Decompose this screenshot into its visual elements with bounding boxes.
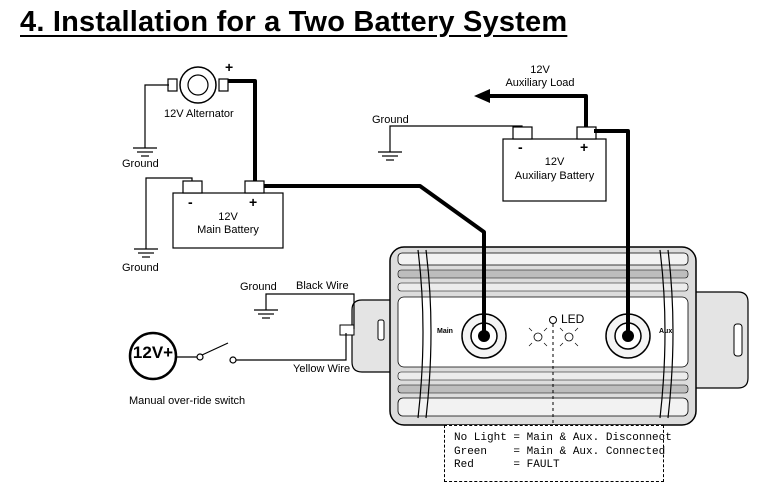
ground-icon — [134, 248, 158, 258]
bulb-icon — [559, 327, 579, 347]
isolator-device — [339, 246, 749, 426]
12v-source-label: 12V+ — [132, 343, 174, 362]
main-battery-minus: - — [188, 194, 193, 210]
led-label: LED — [561, 312, 585, 326]
switch-caption: Manual over-ride switch — [129, 395, 246, 407]
alternator-label: 12V Alternator — [164, 108, 234, 120]
aux-battery-minus: - — [518, 139, 523, 155]
ground-icon — [254, 309, 278, 319]
ground-icon — [133, 147, 157, 157]
aux-battery-icon — [502, 126, 607, 202]
led-status-legend: No Light = Main & Aux. Disconnect Green … — [444, 425, 672, 482]
black-wire-label: Black Wire — [296, 280, 349, 292]
ground-label-main-battery: Ground — [122, 262, 159, 274]
aux-battery-voltage: 12V — [544, 156, 565, 168]
switch-icon — [176, 342, 237, 364]
12v-source-icon — [128, 331, 178, 381]
heavy-cables — [228, 79, 630, 331]
ground-label-aux-battery: Ground — [372, 114, 409, 126]
aux-load-name: Auxiliary Load — [505, 77, 575, 89]
bulb-icon — [528, 327, 548, 347]
yellow-wire-label: Yellow Wire — [293, 363, 351, 375]
alternator-icon — [167, 66, 229, 104]
aux-battery-plus: + — [580, 139, 589, 155]
legend-row: No Light = Main & Aux. Disconnect — [454, 432, 672, 444]
main-battery-name: Main Battery — [197, 224, 259, 236]
legend-row: Red = FAULT — [454, 459, 560, 471]
aux-battery-name: Auxiliary Battery — [514, 170, 595, 182]
main-battery-voltage: 12V — [218, 211, 238, 223]
led-indicator — [549, 316, 557, 324]
ground-label-alternator: Ground — [122, 158, 159, 170]
arrow-left-icon — [474, 89, 490, 103]
aux-load-voltage: 12V — [530, 64, 550, 76]
page-title: 4. Installation for a Two Battery System — [20, 6, 568, 38]
alternator-plus: + — [225, 59, 234, 75]
aux-terminal-label: Aux — [659, 328, 673, 335]
legend-row: Green = Main & Aux. Connected — [454, 446, 666, 458]
main-battery-plus: + — [249, 194, 258, 210]
thin-wires — [144, 84, 523, 361]
ground-icon — [378, 151, 402, 161]
ground-label-black-wire: Ground — [240, 281, 277, 293]
main-terminal-label: Main — [437, 328, 453, 335]
main-battery-icon — [172, 180, 284, 249]
